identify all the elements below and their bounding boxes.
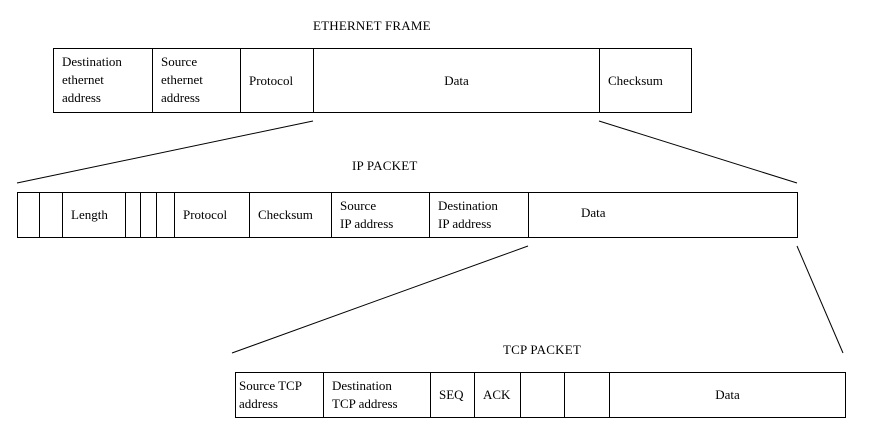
ip-packet-title: IP PACKET — [352, 158, 418, 173]
ip-field-blank-1 — [18, 193, 40, 237]
tcp-packet-row: Source TCP address Destination TCP addre… — [235, 372, 846, 418]
ethernet-field-data: Data — [314, 49, 600, 112]
ip-field-destination-address: Destination IP address — [430, 193, 529, 237]
tcp-packet-title: TCP PACKET — [503, 342, 581, 357]
tcp-field-ack: ACK — [475, 373, 521, 417]
ip-field-protocol: Protocol — [175, 193, 250, 237]
ip-field-blank-2 — [40, 193, 63, 237]
ip-field-blank-3 — [126, 193, 141, 237]
tcp-field-blank-2 — [565, 373, 610, 417]
ethernet-field-destination-address: Destination ethernet address — [54, 49, 153, 112]
ip-to-tcp-line-left — [231, 245, 529, 354]
tcp-field-destination-address: Destination TCP address — [324, 373, 431, 417]
ip-packet-row: Length Protocol Checksum Source IP addre… — [17, 192, 798, 238]
ip-to-tcp-line-right — [796, 245, 844, 354]
tcp-field-data: Data — [715, 387, 740, 402]
ip-field-checksum: Checksum — [250, 193, 332, 237]
ip-field-data: Data — [581, 205, 606, 220]
ethernet-field-checksum: Checksum — [608, 72, 663, 88]
tcp-field-source-address: Source TCP address — [236, 373, 324, 417]
ethernet-frame-title: ETHERNET FRAME — [313, 18, 431, 33]
ip-field-blank-5 — [157, 193, 175, 237]
ip-field-source-address: Source IP address — [332, 193, 430, 237]
tcp-field-seq: SEQ — [431, 373, 475, 417]
ethernet-field-protocol: Protocol — [241, 49, 314, 112]
ip-field-length: Length — [63, 193, 126, 237]
ethernet-to-ip-line-left — [16, 120, 314, 184]
ethernet-field-source-address: Source ethernet address — [153, 49, 241, 112]
ip-field-blank-4 — [141, 193, 157, 237]
tcp-field-blank-1 — [521, 373, 565, 417]
ethernet-frame-row: Destination ethernet address Source ethe… — [53, 48, 692, 113]
ethernet-to-ip-line-right — [598, 120, 798, 184]
